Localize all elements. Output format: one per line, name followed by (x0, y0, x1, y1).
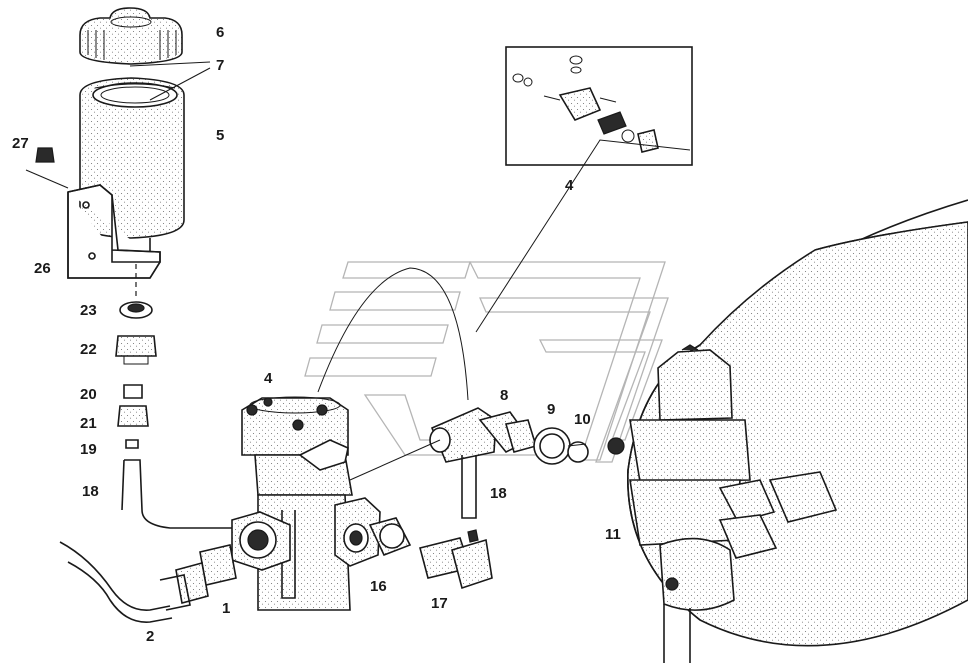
outlet-fittings (368, 517, 493, 590)
fitting-stack (115, 264, 250, 529)
label-2: 2 (146, 628, 154, 645)
label-4-valve: 4 (264, 370, 273, 387)
label-21: 21 (80, 415, 97, 432)
label-20: 20 (80, 386, 97, 403)
label-5: 5 (216, 127, 224, 144)
label-4-inset: 4 (565, 177, 574, 194)
label-19: 19 (80, 441, 97, 458)
reservoir-cap (79, 7, 183, 65)
label-8: 8 (500, 387, 508, 404)
brake-drum-assembly (607, 199, 968, 663)
label-18-left: 18 (82, 483, 99, 500)
label-7: 7 (216, 57, 224, 74)
label-6: 6 (216, 24, 224, 41)
label-1: 1 (222, 600, 230, 617)
label-17: 17 (431, 595, 448, 612)
label-11: 11 (605, 526, 621, 543)
label-23: 23 (80, 302, 97, 319)
inlet-fitting (59, 541, 237, 623)
main-valve-body (231, 396, 381, 611)
label-27: 27 (12, 135, 29, 152)
inset-box (505, 46, 693, 166)
label-26: 26 (34, 260, 51, 277)
label-22: 22 (80, 341, 97, 358)
label-16: 16 (370, 578, 387, 595)
connection-lines (317, 139, 691, 481)
mounting-bracket (67, 184, 161, 279)
elbow-tube-group (429, 407, 589, 519)
callout-labels: 6 7 5 27 26 23 22 20 21 19 18 4 4 8 9 10… (12, 24, 621, 645)
label-10: 10 (574, 411, 591, 428)
label-18-right: 18 (490, 485, 507, 502)
label-9: 9 (547, 401, 555, 418)
bolt-27 (25, 147, 69, 189)
